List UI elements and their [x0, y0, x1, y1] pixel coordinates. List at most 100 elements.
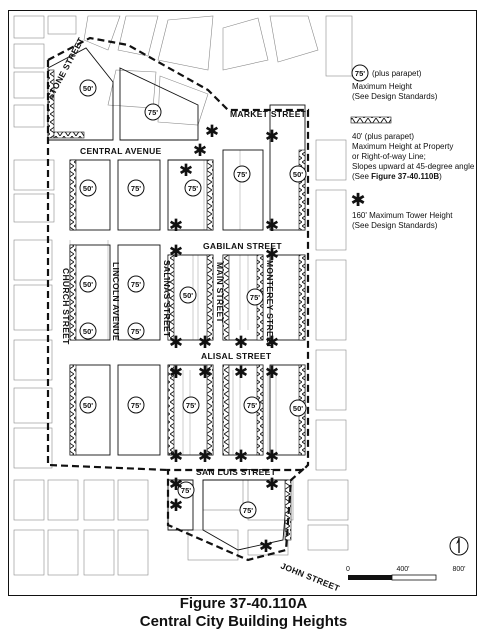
svg-text:50': 50' — [293, 170, 303, 179]
svg-text:75': 75' — [243, 506, 253, 515]
asterisk-icon: ✱ — [205, 122, 219, 142]
asterisk-icon: ✱ — [169, 363, 183, 383]
map: STONE STREET MARKET STREET CENTRAL AVENU… — [8, 10, 477, 596]
height-bubble: 50' — [79, 396, 97, 414]
height-bubble: 50' — [289, 399, 307, 417]
street-lincoln: LINCOLN AVENUE — [111, 262, 121, 341]
svg-text:75': 75' — [148, 108, 158, 117]
asterisk-icon: ✱ — [234, 363, 248, 383]
asterisk-icon: ✱ — [198, 447, 212, 467]
street-market: MARKET STREET — [230, 109, 307, 119]
svg-text:50': 50' — [183, 291, 193, 300]
street-salinas: SALINAS STREET — [162, 260, 172, 338]
asterisk-icon: ✱ — [169, 475, 183, 495]
north-arrow-icon — [449, 536, 469, 556]
svg-text:75': 75' — [131, 327, 141, 336]
height-bubble: 75' — [144, 103, 162, 121]
asterisk-icon: ✱ — [265, 475, 279, 495]
scale-label: 400' — [396, 566, 409, 573]
parcels — [13, 15, 353, 576]
height-bubble: 75' — [127, 322, 145, 340]
street-monterey: MONTEREY STREET — [265, 260, 275, 349]
svg-text:50': 50' — [83, 327, 93, 336]
svg-text:75': 75' — [131, 280, 141, 289]
height-bubble: 75' — [233, 165, 251, 183]
figure-caption: Figure 37-40.110A Central City Building … — [0, 595, 487, 631]
height-bubble: 75' — [182, 396, 200, 414]
asterisk-icon: ✱ — [169, 447, 183, 467]
street-church: CHURCH STREET — [61, 268, 71, 345]
asterisk-icon: ✱ — [169, 216, 183, 236]
svg-text:or Right-of-way Line;: or Right-of-way Line; — [352, 152, 426, 161]
height-bubble: 50' — [79, 79, 97, 97]
legend: 75' (plus parapet) Maximum Height (See D… — [350, 64, 475, 230]
row-hatch-icon — [350, 116, 392, 124]
asterisk-icon: ✱ — [265, 127, 279, 147]
svg-text:(See Figure 37-40.110B): (See Figure 37-40.110B) — [352, 172, 442, 181]
svg-text:75': 75' — [247, 401, 257, 410]
asterisk-icon: ✱ — [179, 161, 193, 181]
svg-text:160' Maximum Tower Height: 160' Maximum Tower Height — [352, 211, 453, 220]
map-border — [8, 10, 477, 596]
street-gabilan: GABILAN STREET — [203, 241, 282, 251]
legend-max-height: 75' (plus parapet) Maximum Height (See D… — [351, 64, 438, 101]
height-bubble: 75' — [177, 481, 195, 499]
asterisk-icon: ✱ — [265, 333, 279, 353]
height-bubble: 75' — [239, 501, 257, 519]
study-area-boundary — [47, 36, 310, 562]
legend-row-setback: 40' (plus parapet) Maximum Height at Pro… — [350, 116, 475, 181]
height-bubble: 75' — [246, 288, 264, 306]
height-bubble: 75' — [184, 179, 202, 197]
height-bubble: 50' — [289, 165, 307, 183]
scale-label: 800' — [452, 566, 465, 573]
svg-text:75': 75' — [188, 184, 198, 193]
svg-text:50': 50' — [83, 401, 93, 410]
svg-text:50': 50' — [83, 184, 93, 193]
asterisk-icon: ✱ — [198, 363, 212, 383]
scale-segment-open — [391, 574, 437, 581]
scale-label: 0 — [346, 566, 350, 573]
svg-text:(See Design Standards): (See Design Standards) — [352, 92, 438, 101]
asterisk-icon: ✱ — [265, 363, 279, 383]
asterisk-icon: ✱ — [234, 333, 248, 353]
height-bubble: 50' — [79, 275, 97, 293]
svg-text:75': 75' — [355, 69, 365, 78]
svg-text:75': 75' — [250, 293, 260, 302]
lot-lines — [69, 150, 277, 455]
svg-text:40' (plus parapet): 40' (plus parapet) — [352, 132, 414, 141]
circle-label-icon — [351, 64, 369, 82]
svg-text:75': 75' — [186, 401, 196, 410]
height-bubbles: 50' 75' 50' 75' 75' 75' 50' 50' 75' 50' … — [79, 79, 307, 519]
svg-text:50': 50' — [83, 280, 93, 289]
height-bubble: 50' — [179, 286, 197, 304]
asterisk-icon: ✱ — [169, 242, 183, 262]
asterisk-icon: ✱ — [193, 141, 207, 161]
figure-number: Figure 37-40.110A — [179, 595, 308, 612]
street-san-luis: SAN LUIS STREET — [196, 467, 277, 477]
street-central: CENTRAL AVENUE — [80, 146, 162, 156]
svg-text:(See Design Standards): (See Design Standards) — [352, 221, 438, 230]
asterisk-icon: ✱ — [265, 216, 279, 236]
height-bubble: 75' — [243, 396, 261, 414]
svg-text:50': 50' — [293, 404, 303, 413]
svg-text:75': 75' — [131, 401, 141, 410]
asterisk-icon: ✱ — [265, 245, 279, 265]
svg-text:75': 75' — [181, 486, 191, 495]
height-bubble: 75' — [127, 179, 145, 197]
svg-text:(plus parapet): (plus parapet) — [372, 69, 422, 78]
row-hatch-strips — [47, 69, 306, 541]
asterisk-icon: ✱ — [169, 496, 183, 516]
asterisk-icon: ✱ — [350, 190, 365, 211]
figure-title: Central City Building Heights — [139, 613, 348, 630]
study-area-boundary-west — [46, 60, 169, 472]
asterisk-icon: ✱ — [265, 447, 279, 467]
height-bubble: 75' — [127, 396, 145, 414]
legend-tower: ✱ 160' Maximum Tower Height (See Design … — [350, 190, 453, 230]
street-alisal: ALISAL STREET — [201, 351, 272, 361]
asterisk-icon: ✱ — [234, 447, 248, 467]
asterisk-icon: ✱ — [169, 333, 183, 353]
svg-text:75': 75' — [131, 184, 141, 193]
height-bubble: 75' — [127, 275, 145, 293]
height-bubble: 50' — [79, 179, 97, 197]
svg-text:Maximum Height: Maximum Height — [352, 82, 413, 91]
